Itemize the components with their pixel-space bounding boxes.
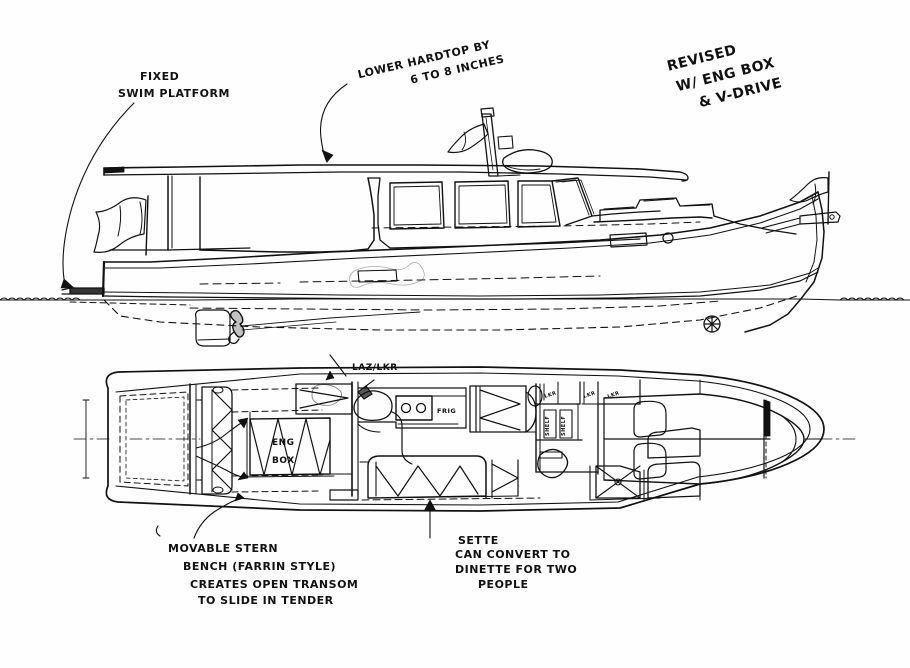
mast-and-electronics bbox=[447, 107, 553, 177]
stern-flag bbox=[93, 195, 149, 256]
label-engine-box: ENG BOX bbox=[272, 438, 295, 466]
dinette-table bbox=[589, 427, 701, 501]
label-lazarette: LAZ/LKR bbox=[352, 363, 398, 373]
hardtop-leader bbox=[319, 83, 348, 163]
cabin-house bbox=[103, 164, 797, 283]
label-locker-1: LKR bbox=[544, 390, 558, 400]
galley-counter bbox=[357, 387, 467, 429]
stern-bench-line4: TO SLIDE IN TENDER bbox=[198, 594, 334, 607]
stove bbox=[395, 395, 433, 421]
engine-box-line2: BOX bbox=[272, 456, 295, 466]
engine-box-line1: ENG bbox=[272, 438, 295, 448]
stern-bench-line3: CREATES OPEN TRANSOM bbox=[190, 578, 358, 591]
engine-box bbox=[246, 417, 335, 478]
main-bulkhead bbox=[329, 381, 359, 501]
bench-note-leaders bbox=[193, 417, 249, 539]
hull-profile bbox=[61, 191, 825, 333]
stern-bench bbox=[201, 386, 233, 495]
settee-line2: CAN CONVERT TO bbox=[455, 548, 570, 561]
swim-platform-line1: FIXED bbox=[140, 70, 179, 83]
bow-thruster bbox=[703, 315, 721, 333]
stern-bench-line2: BENCH (FARRIN STYLE) bbox=[183, 560, 336, 573]
label-locker-2: LKR bbox=[583, 390, 597, 400]
swim-platform-plan bbox=[119, 391, 189, 487]
settee bbox=[359, 455, 541, 501]
settee-line3: DINETTE FOR TWO bbox=[455, 563, 577, 576]
profile-elevation-view bbox=[0, 83, 910, 347]
annotation-settee: SETTE CAN CONVERT TO DINETTE FOR TWO PEO… bbox=[455, 534, 577, 591]
label-shelf-2: SHELF bbox=[561, 416, 567, 436]
annotation-swim-platform: FIXED SWIM PLATFORM bbox=[118, 70, 230, 100]
swim-platform-line2: SWIM PLATFORM bbox=[118, 87, 230, 100]
label-locker-3: LKR bbox=[607, 390, 621, 400]
propeller-stern bbox=[228, 309, 245, 345]
settee-line1: SETTE bbox=[458, 534, 499, 547]
settee-note-leader bbox=[423, 499, 437, 539]
port-locker-row bbox=[543, 379, 641, 405]
label-shelf-1: SHELF bbox=[545, 416, 551, 436]
cabin-windows bbox=[389, 180, 561, 230]
running-gear bbox=[189, 262, 721, 347]
swim-platform-leader bbox=[60, 102, 135, 289]
head-compartment bbox=[527, 383, 599, 479]
bow-flag bbox=[761, 171, 841, 234]
toilet bbox=[537, 448, 569, 479]
annotation-stern-bench: MOVABLE STERN BENCH (FARRIN STYLE) CREAT… bbox=[168, 542, 358, 607]
settee-line4: PEOPLE bbox=[478, 578, 529, 591]
deck-plan-view bbox=[73, 354, 857, 539]
bench-note-hook bbox=[155, 525, 161, 537]
stern-bench-line1: MOVABLE STERN bbox=[168, 542, 278, 555]
label-fridge: FRIG bbox=[437, 407, 456, 415]
foredeck-detail bbox=[699, 379, 821, 501]
